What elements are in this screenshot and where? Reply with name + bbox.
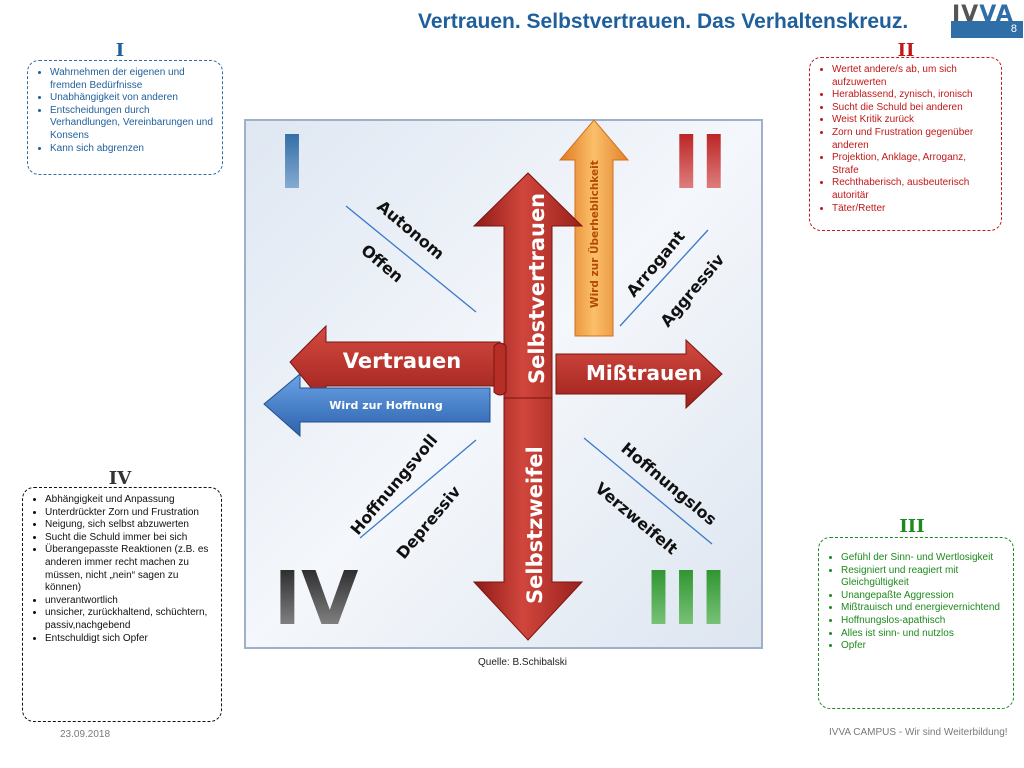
numeral-I: I [278, 120, 306, 206]
diagonal-line-q4 [359, 439, 477, 539]
list-quadrant-III: Gefühl der Sinn- und WertlosigkeitResign… [827, 552, 1005, 653]
box-III-item: Alles ist sinn- und nutzlos [841, 628, 1005, 641]
box-III-item: Unangepaßte Aggression [841, 590, 1005, 603]
arrow-overconfidence-label: Wird zur Überheblichkeit [587, 160, 601, 308]
box-IV-item: Abhängigkeit und Anpassung [45, 494, 213, 507]
box-label-I: I [115, 40, 125, 61]
source-caption: Quelle: B.Schibalski [478, 657, 567, 668]
arrow-selbstzweifel-down [472, 397, 584, 641]
arrow-misstrauen-label: Mißtrauen [586, 361, 702, 385]
box-II-item: Weist Kritik zurück [832, 114, 993, 127]
footer-brand: IVVA CAMPUS - Wir sind Weiterbildung! [829, 727, 1008, 738]
numeral-II: II [672, 120, 727, 206]
box-II-item: Rechthaberisch, ausbeuterisch autoritär [832, 177, 993, 202]
box-III-item: Mißtrauisch und energievernichtend [841, 602, 1005, 615]
box-IV-item: Unterdrückter Zorn und Frustration [45, 507, 213, 520]
list-quadrant-I: Wahrnehmen der eigenen und fremden Bedür… [36, 67, 214, 155]
box-IV-item: unsicher, zurückhaltend, schüchtern, pas… [45, 607, 213, 632]
box-I-item: Unabhängigkeit von anderen [50, 92, 214, 105]
list-quadrant-II: Wertet andere/s ab, um sich aufzuwertenH… [818, 64, 993, 215]
numeral-IV: IV [274, 556, 359, 642]
numeral-III: III [645, 556, 728, 642]
box-label-II: II [897, 40, 915, 61]
arrow-hope-label: Wird zur Hoffnung [329, 399, 443, 412]
box-II-item: Zorn und Frustration gegenüber anderen [832, 127, 993, 152]
diagonal-line-q2 [619, 229, 709, 327]
arrow-overconfidence [558, 119, 630, 337]
arrow-vertrauen-label: Vertrauen [343, 349, 461, 373]
box-I-item: Kann sich abgrenzen [50, 143, 214, 156]
arrow-vertrauen-left [289, 324, 501, 408]
arrow-hope [263, 372, 491, 438]
box-IV-item: Überangepasste Reaktionen (z.B. es ander… [45, 544, 213, 594]
list-quadrant-IV: Abhängigkeit und AnpassungUnterdrückter … [31, 494, 213, 645]
box-II-item: Täter/Retter [832, 203, 993, 216]
footer-date: 23.09.2018 [60, 729, 111, 740]
box-quadrant-II: Wertet andere/s ab, um sich aufzuwertenH… [809, 57, 1002, 231]
box-II-item: Sucht die Schuld bei anderen [832, 102, 993, 115]
box-III-item: Hoffnungslos-apathisch [841, 615, 1005, 628]
box-quadrant-IV: Abhängigkeit und AnpassungUnterdrückter … [22, 487, 222, 722]
box-quadrant-I: Wahrnehmen der eigenen und fremden Bedür… [27, 60, 223, 175]
box-I-item: Entscheidungen durch Verhandlungen, Vere… [50, 105, 214, 143]
box-IV-item: unverantwortlich [45, 595, 213, 608]
box-I-item: Wahrnehmen der eigenen und fremden Bedür… [50, 67, 214, 92]
box-II-item: Wertet andere/s ab, um sich aufzuwerten [832, 64, 993, 89]
arrow-cross-center [493, 342, 507, 396]
box-IV-item: Sucht die Schuld immer bei sich [45, 532, 213, 545]
diagonal-line-q3 [583, 437, 713, 545]
box-III-item: Resigniert und reagiert mit Gleichgültig… [841, 565, 1005, 590]
box-label-IV: IV [108, 468, 132, 489]
diagonal-line-q1 [345, 205, 477, 313]
box-III-item: Gefühl der Sinn- und Wertlosigkeit [841, 552, 1005, 565]
box-IV-item: Neigung, sich selbst abzuwerten [45, 519, 213, 532]
box-II-item: Projektion, Anklage, Arroganz, Strafe [832, 152, 993, 177]
arrow-selbstvertrauen-up [472, 172, 584, 421]
page-title: Vertrauen. Selbstvertrauen. Das Verhalte… [418, 10, 909, 33]
arrow-selbstvertrauen-label: Selbstvertrauen [525, 193, 549, 384]
arrow-misstrauen-right [555, 338, 723, 410]
box-label-III: III [899, 516, 925, 537]
page-number: 8 [951, 21, 1023, 38]
box-quadrant-III: Gefühl der Sinn- und WertlosigkeitResign… [818, 537, 1014, 709]
box-III-item: Opfer [841, 640, 1005, 653]
arrow-selbstzweifel-label: Selbstzweifel [523, 446, 547, 604]
box-II-item: Herablassend, zynisch, ironisch [832, 89, 993, 102]
box-IV-item: Entschuldigt sich Opfer [45, 633, 213, 646]
